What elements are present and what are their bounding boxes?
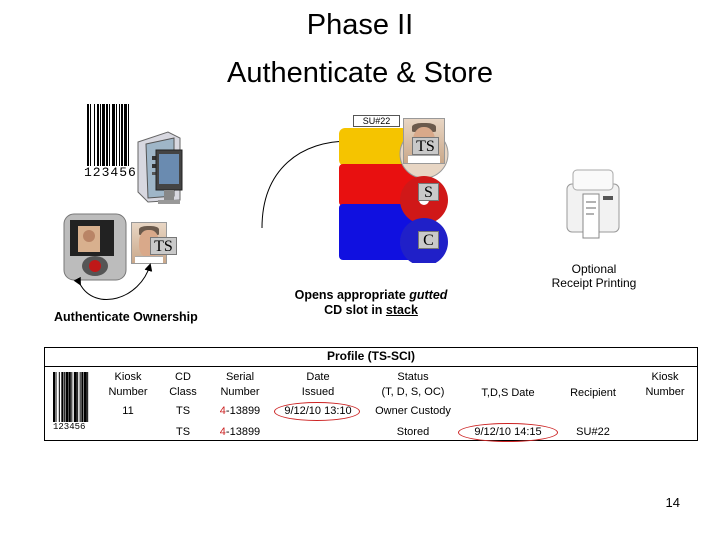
header-tds-date: T,D,S Date [481,387,535,399]
barcode-bar [116,104,117,166]
barcode-bar [77,372,79,422]
receipt-printer-icon [563,164,623,244]
row2-cd-class: TS [175,426,191,438]
barcode-bar [53,372,55,422]
barcode-bar [128,104,129,166]
arrow-to-stack [261,136,354,229]
row1-serial: 4-13899 [219,405,261,417]
slot-label: SU#22 [353,115,400,127]
barcode-bar [65,372,69,422]
stack-middle-slot [339,164,417,206]
barcode-bar [55,372,57,422]
monitor-icon [154,148,184,206]
barcode-bar [87,372,89,422]
stack-bottom-slot [339,204,417,260]
user-photo [131,222,167,264]
c-badge-stack: C [418,231,439,249]
row2-recipient: SU#22 [576,426,610,438]
barcode-bar [81,372,84,422]
printer-caption-2: Receipt Printing [551,276,637,290]
stack-caption-2: CD slot in stack [324,303,418,317]
s-badge-stack: S [418,183,439,201]
table-barcode-image [52,372,92,424]
arrow-authenticate [73,263,153,300]
barcode-bar [119,104,120,166]
highlight-date-issued [274,402,360,421]
row2-serial: 4-13899 [219,426,261,438]
printer-caption-1: Optional [571,262,617,276]
ts-badge-stack: TS [412,137,439,155]
row1-kiosk: 11 [122,405,134,417]
stack-top-slot [339,128,417,166]
page-subtitle: Authenticate & Store [227,57,493,89]
row1-cd-class: TS [175,405,191,417]
barcode-bar [71,372,73,422]
cd-stack [338,126,418,261]
barcode-bar [106,104,108,166]
page-title: Phase II [306,9,414,41]
authenticate-caption: Authenticate Ownership [54,310,198,324]
barcode-bar [83,372,87,422]
barcode-bar [68,372,71,422]
barcode-bar [124,104,127,166]
highlight-tds-date [458,423,558,442]
barcode-bar [100,104,101,166]
barcode-bar [90,104,91,166]
barcode-bar [102,104,105,166]
barcode-bar [109,104,110,166]
barcode-bar [73,372,77,422]
barcode-bar [79,372,81,422]
barcode-bar [112,104,115,166]
header-status: Status(T, D, S, OC) [381,371,445,398]
profile-table [44,347,698,441]
barcode-bar [94,104,95,166]
page-number: 14 [665,495,680,510]
profile-table-title: Profile (TS-SCI) [44,347,698,367]
barcode-number: 123456 [84,165,137,180]
stack-caption-1: Opens appropriate gutted [294,288,448,302]
barcode-bar [121,104,123,166]
barcode-image [86,104,134,166]
barcode-bar [97,104,99,166]
ts-badge-kiosk: TS [150,237,177,255]
row2-status: Stored [396,426,430,438]
header-recipient: Recipient [570,387,616,399]
table-barcode-number: 123456 [53,422,86,432]
barcode-bar [63,372,65,422]
row1-status: Owner Custody [375,405,451,417]
barcode-bar [58,372,60,422]
barcode-bar [87,104,89,166]
barcode-bar [61,372,64,422]
